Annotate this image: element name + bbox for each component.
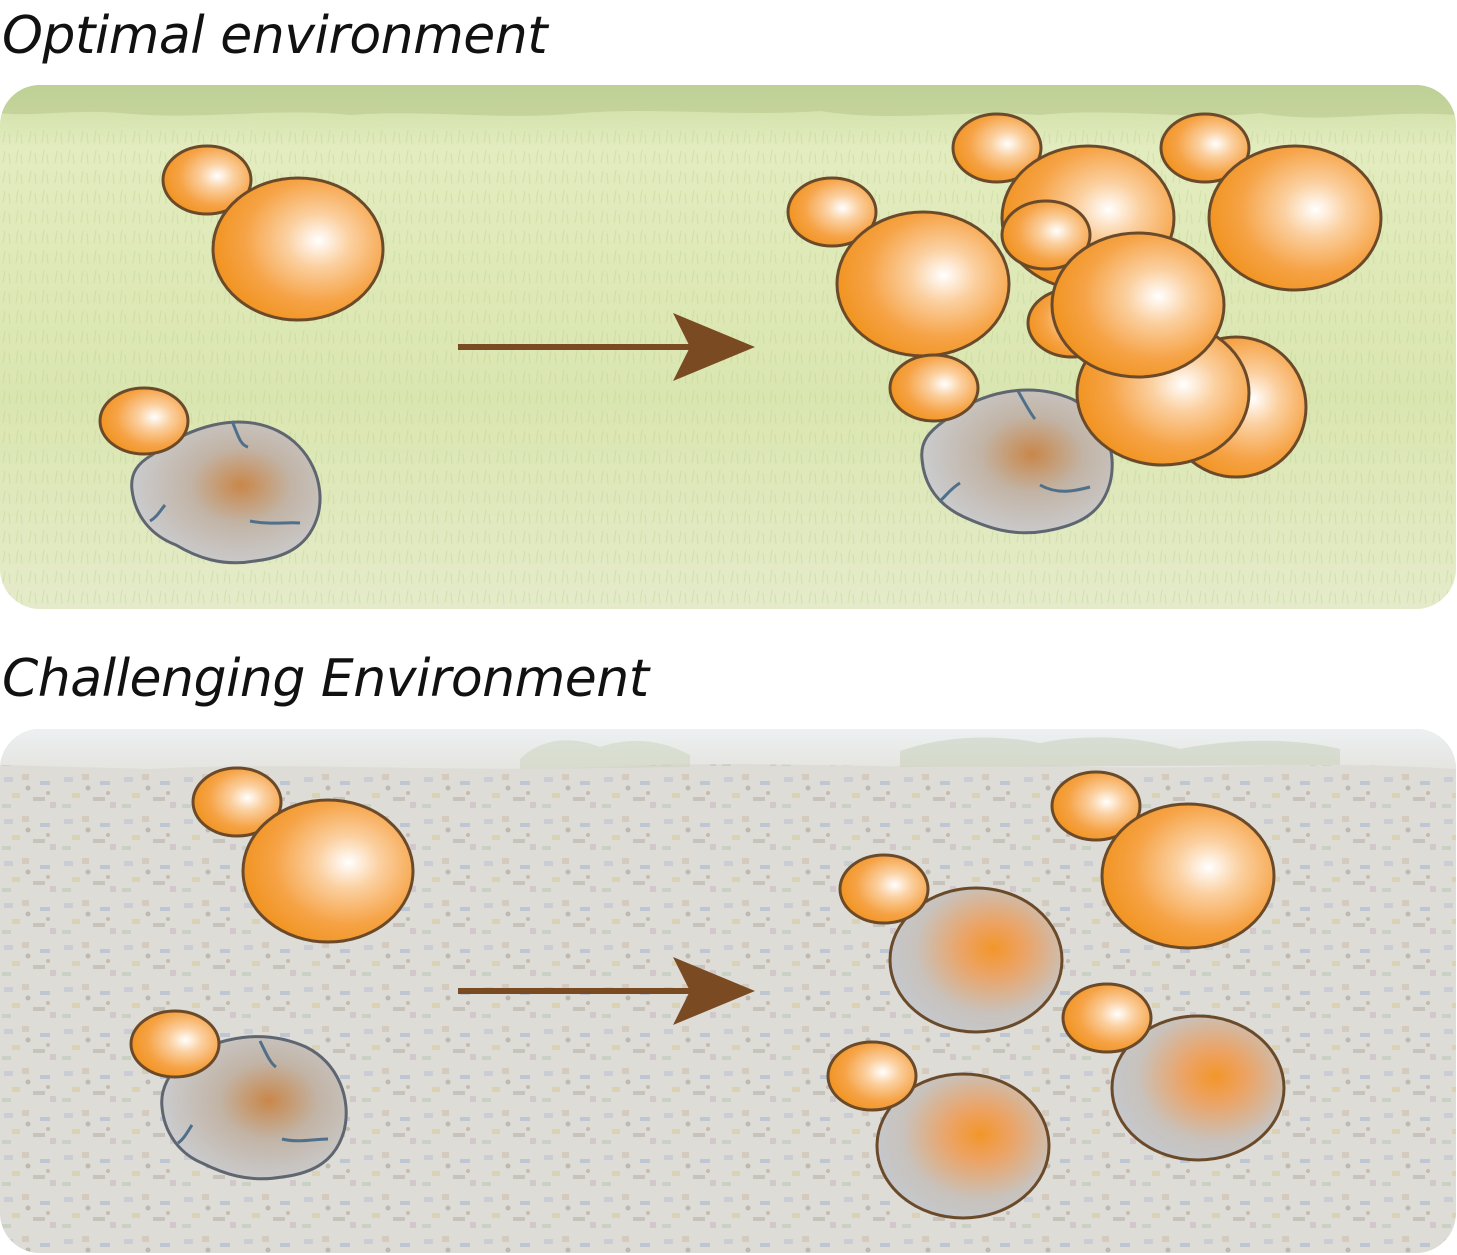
small-cell (129, 1009, 221, 1079)
daughter-bud (1000, 199, 1092, 271)
arrow-right-icon (458, 313, 755, 381)
budding-cell (161, 144, 385, 322)
daughter-bud (1159, 112, 1251, 184)
daughter-bud (191, 766, 283, 838)
treeline (520, 737, 1340, 769)
mother-cell (211, 176, 385, 322)
spore-rock (920, 388, 1114, 535)
treeline (0, 85, 1456, 118)
daughter-bud (1061, 982, 1153, 1054)
mother-cell (1100, 802, 1276, 950)
panel-title-challenging: Challenging Environment (2, 649, 649, 709)
mother-cell (241, 798, 415, 944)
daughter-bud (951, 112, 1043, 184)
mother-cell (1207, 144, 1383, 292)
sporulating-cells (826, 853, 1286, 1220)
mother-cell (835, 210, 1011, 358)
daughter-bud (1050, 770, 1142, 842)
sporulating-cell (888, 886, 1064, 1034)
small-cell (888, 353, 980, 423)
daughter-bud (826, 1040, 918, 1112)
sporulating-cell (1110, 1014, 1286, 1162)
daughter-bud (161, 144, 253, 216)
spore-cluster (98, 386, 322, 565)
spore-rock (160, 1035, 348, 1181)
spore-cluster (129, 1009, 348, 1181)
yeast-colony (786, 112, 1383, 479)
arrow-right-icon (458, 957, 755, 1025)
panel-title-optimal: Optimal environment (2, 6, 548, 66)
challenging-environment-panel (0, 729, 1456, 1253)
budding-cell (191, 766, 415, 944)
spore-rock (130, 420, 322, 565)
budding-cell-after (1050, 770, 1276, 950)
daughter-bud (786, 176, 878, 248)
optimal-environment-panel (0, 85, 1456, 609)
daughter-bud (838, 853, 930, 925)
sporulating-cell (875, 1072, 1051, 1220)
mother-cell (1050, 231, 1226, 379)
small-cell (98, 386, 190, 456)
spore-cluster-after (920, 388, 1114, 535)
